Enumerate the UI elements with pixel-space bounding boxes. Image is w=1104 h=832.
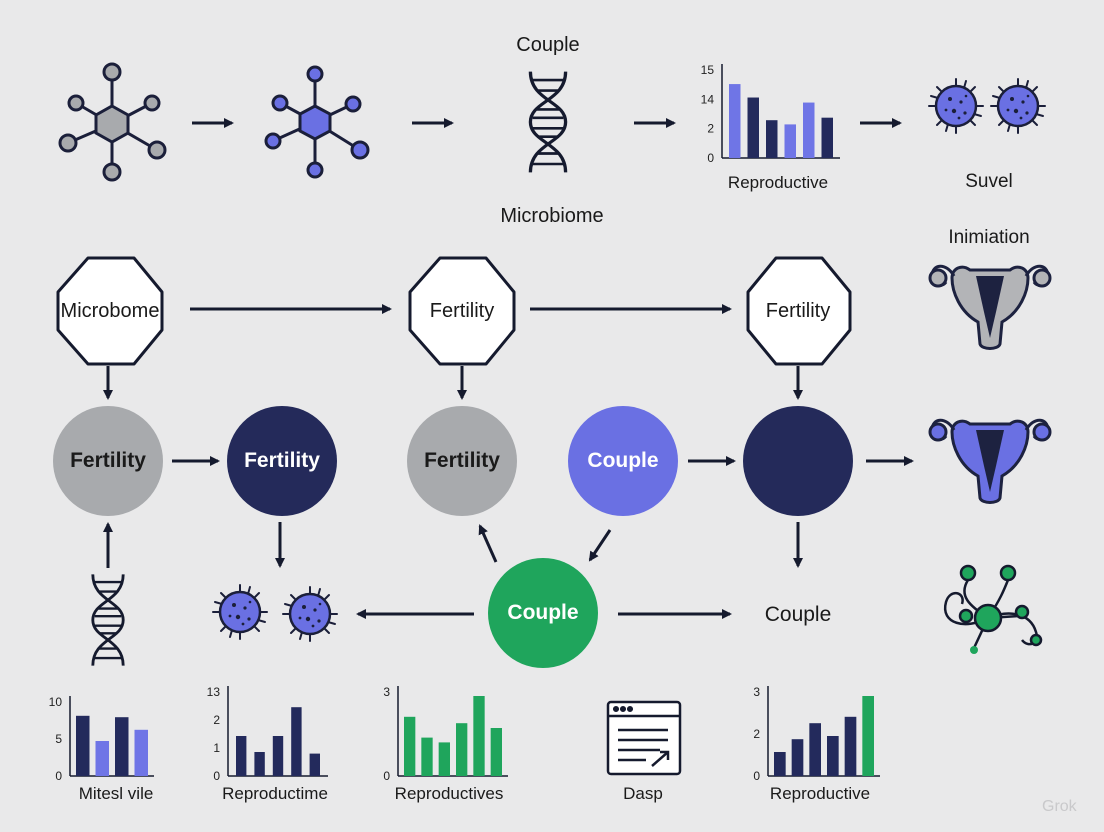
- chart-bar: [76, 716, 90, 776]
- chart-top-reproductive: 15 14 2 0: [701, 63, 840, 165]
- chart-tick-label: 13: [207, 685, 221, 699]
- chart-bar: [404, 717, 415, 776]
- chart-bar: [792, 739, 804, 776]
- label-suvel: Suvel: [965, 172, 1013, 191]
- chart-bar: [766, 120, 778, 158]
- chart-bar: [491, 728, 502, 776]
- label-dasp: Dasp: [623, 784, 663, 804]
- uterus-gray-icon: [930, 266, 1050, 348]
- node-label: Fertility: [244, 449, 320, 473]
- chart-caption-top-reproductive: Reproductive: [728, 173, 828, 193]
- network-green-icon: [945, 566, 1041, 654]
- label-couple-top: Couple: [516, 35, 579, 55]
- chart-bar: [862, 696, 874, 776]
- chart-caption-reproductives: Reproductives: [395, 784, 504, 804]
- chart-tick-label: 0: [55, 769, 62, 783]
- chart-caption-reproductime: Reproductime: [222, 784, 328, 804]
- node-molecule-navy: [743, 406, 853, 516]
- chart-bar: [845, 717, 857, 776]
- label-couple-plain: Couple: [765, 604, 832, 625]
- chart-tick-label: 10: [49, 695, 63, 709]
- node-fertility-gray-mid: Fertility: [407, 406, 517, 516]
- molecule-purple-icon: [266, 67, 368, 177]
- chart-tick-label: 0: [213, 769, 220, 783]
- chart-tick-label: 3: [383, 685, 390, 699]
- node-label: Couple: [507, 601, 578, 625]
- dna-bottom-icon: [93, 574, 123, 665]
- chart-caption-mitesl: Mitesl vile: [79, 784, 154, 804]
- virus-pair-bottom-icon: [213, 585, 337, 641]
- chart-bar: [439, 742, 450, 776]
- chart-tick-label: 1: [213, 741, 220, 755]
- chart-tick-label: 2: [753, 727, 760, 741]
- chart-tick-label: 2: [213, 713, 220, 727]
- chart-bar: [115, 717, 129, 776]
- chart-bar: [254, 752, 264, 776]
- hexagon-label-microbome: Microbome: [61, 301, 160, 321]
- node-couple-green: Couple: [488, 558, 598, 668]
- chart-tick-label: 3: [753, 685, 760, 699]
- chart-tick-label: 14: [701, 92, 715, 106]
- chart-bar: [748, 98, 760, 158]
- chart-caption-reproductive-bottom: Reproductive: [770, 784, 870, 804]
- virus-pair-top-icon: [929, 79, 1045, 133]
- dna-top-icon: [530, 72, 565, 173]
- chart-tick-label: 0: [753, 769, 760, 783]
- node-label: Fertility: [70, 449, 146, 473]
- chart-tick-label: 0: [383, 769, 390, 783]
- chart-bar: [421, 738, 432, 776]
- chart-bar: [822, 118, 834, 158]
- chart-bar: [774, 752, 786, 776]
- chart-tick-label: 5: [55, 732, 62, 746]
- chart-bar: [729, 84, 741, 158]
- chart-bar: [273, 736, 283, 776]
- chart-bar: [803, 103, 815, 158]
- hexagon-label-fertility-2: Fertility: [766, 301, 830, 321]
- uterus-purple-icon: [930, 420, 1050, 502]
- node-couple-purple: Couple: [568, 406, 678, 516]
- chart-bar: [827, 736, 839, 776]
- chart-bottom-reproductive: 3 2 0: [753, 685, 880, 783]
- watermark-text: Grok: [1042, 798, 1077, 816]
- chart-bar: [809, 723, 821, 776]
- document-window-icon: [608, 702, 680, 774]
- chart-bar: [291, 707, 301, 776]
- chart-bar: [96, 741, 110, 776]
- chart-bar: [785, 124, 797, 158]
- chart-bottom-reproductime: 13 2 1 0: [207, 685, 328, 783]
- node-fertility-navy: Fertility: [227, 406, 337, 516]
- chart-tick-label: 0: [707, 151, 714, 165]
- label-microbiome-top: Microbiome: [500, 206, 603, 226]
- chart-bar: [236, 736, 246, 776]
- molecule-gray-icon: [60, 64, 165, 180]
- chart-bottom-mitesl: 10 5 0: [49, 695, 154, 783]
- label-inimiation: Inimiation: [948, 228, 1029, 247]
- chart-bar: [310, 754, 320, 776]
- node-fertility-gray-left: Fertility: [53, 406, 163, 516]
- chart-tick-label: 2: [707, 122, 714, 136]
- chart-tick-label: 15: [701, 63, 715, 77]
- chart-bar: [135, 730, 149, 776]
- chart-bar: [456, 723, 467, 776]
- node-label: Couple: [587, 449, 658, 473]
- chart-bar: [473, 696, 484, 776]
- hexagon-label-fertility-1: Fertility: [430, 301, 494, 321]
- node-label: Fertility: [424, 449, 500, 473]
- chart-bottom-reproductives: 30: [383, 685, 508, 783]
